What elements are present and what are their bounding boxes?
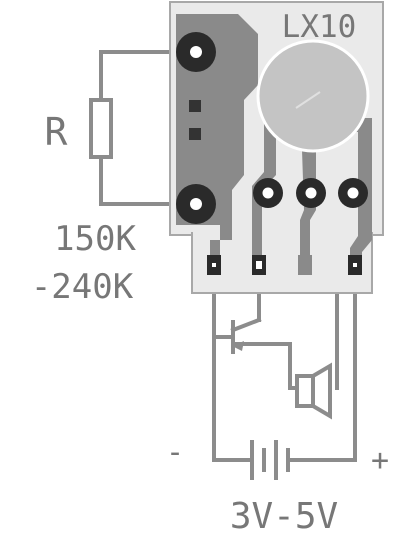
pad: 0 [338, 178, 368, 208]
svg-text:0: 0 [265, 190, 271, 200]
svg-text:0: 0 [193, 49, 199, 59]
battery-icon [250, 440, 290, 480]
connector-pins [207, 255, 362, 275]
svg-text:0: 0 [193, 201, 199, 211]
pad: 0 [253, 178, 283, 208]
pad: 0 [296, 178, 326, 208]
chip-label: LX10 [282, 9, 357, 45]
minus-label: - [166, 435, 184, 470]
pad: 0 [176, 184, 216, 224]
resistor-icon [89, 98, 113, 159]
pad: 0 [176, 32, 216, 72]
resistor-range-min: 150K [54, 219, 136, 259]
svg-text:0: 0 [350, 190, 356, 200]
resistor-label: R [45, 110, 68, 154]
resistor-range-max: -240K [31, 267, 134, 307]
speaker-icon [295, 362, 332, 420]
svg-text:0: 0 [308, 190, 314, 200]
plus-label: + [371, 443, 389, 478]
smd-pad [189, 128, 201, 140]
pcb-connector-tab [191, 232, 373, 294]
smd-pad [189, 100, 201, 112]
transistor-arrow-icon [232, 341, 244, 351]
voltage-label: 3V-5V [230, 496, 338, 537]
